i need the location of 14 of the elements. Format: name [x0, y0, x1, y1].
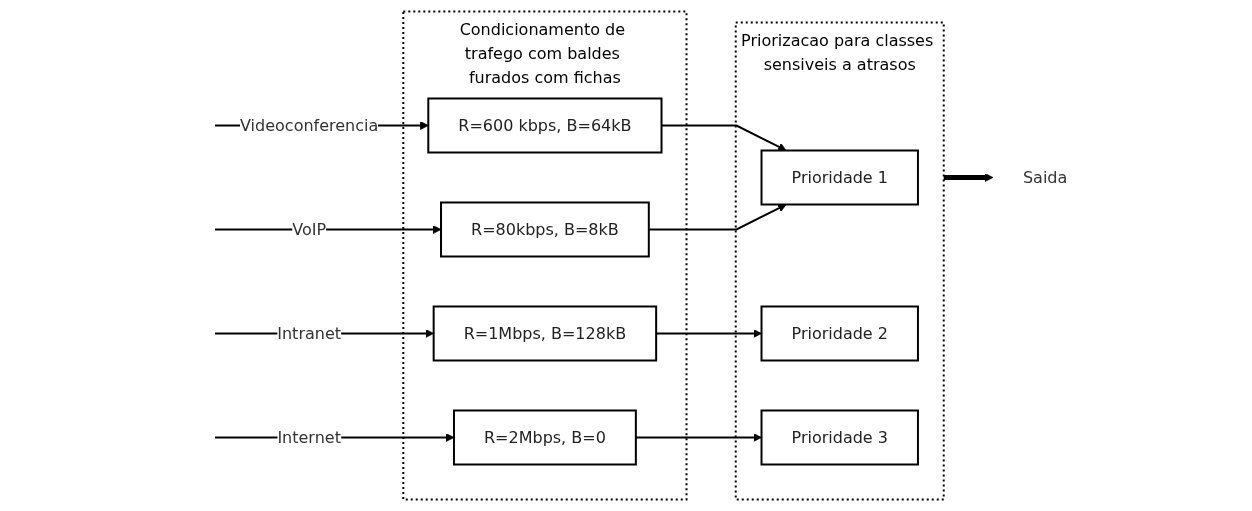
node-box: Prioridade 2 — [760, 305, 919, 362]
node-box: R=80kbps, B=8kB — [439, 201, 650, 258]
node-text: Saida — [1022, 167, 1068, 187]
arrow — [943, 173, 994, 182]
edge-label: Videoconferencia — [239, 115, 379, 135]
edge-label: VoIP — [292, 219, 326, 239]
edge-label: Intranet — [277, 323, 341, 343]
node-box: R=1Mbps, B=128kB — [432, 305, 657, 362]
node-box: R=2Mbps, B=0 — [452, 409, 637, 466]
edge-label: Internet — [277, 427, 341, 447]
node-box: Prioridade 3 — [760, 409, 919, 466]
arrow — [655, 329, 762, 338]
node-box: R=600 kbps, B=64kB — [427, 97, 663, 154]
node-box: Prioridade 1 — [760, 149, 919, 206]
